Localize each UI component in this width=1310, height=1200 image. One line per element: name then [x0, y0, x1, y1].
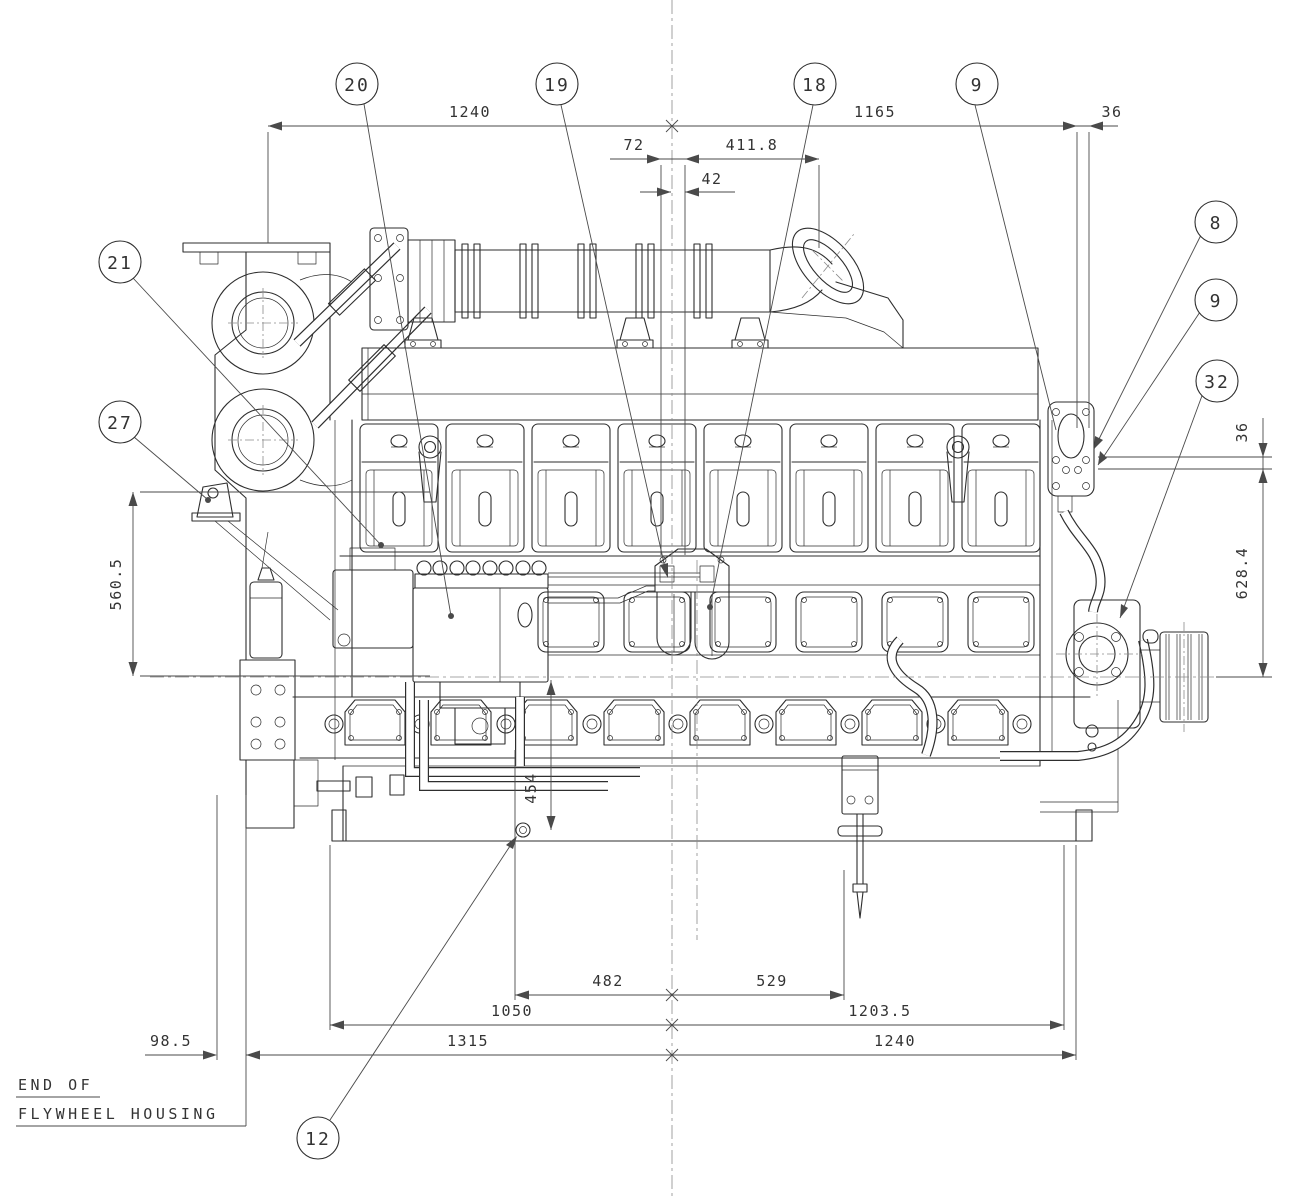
flywheel-housing	[182, 242, 331, 829]
svg-text:20: 20	[344, 75, 370, 96]
dim-left-560: 560.5	[107, 492, 138, 676]
balloons: 20 19 18 9 8 9 32 21 27 12	[98, 62, 1239, 1160]
lifting-eye	[946, 435, 970, 503]
engine-mount-bracket	[191, 482, 339, 621]
engine-block	[292, 419, 1091, 767]
dim-right-col: 36 628.4	[1233, 418, 1268, 677]
dim-1165: 1165	[854, 103, 896, 121]
dim-top-row2: 72 411.8	[610, 136, 819, 164]
svg-text:27: 27	[107, 413, 133, 434]
dim-top-row1: 1240 1165 36	[268, 103, 1122, 133]
dim-1240-bottom: 1240	[874, 1032, 916, 1050]
turbo-intake-pipes	[293, 242, 432, 429]
centerlines	[150, 0, 1240, 1200]
dim-bot-row2: 1050 1203.5	[330, 1002, 1064, 1032]
lifting-eye	[418, 435, 442, 503]
dim-42: 42	[701, 170, 722, 188]
dim-1315: 1315	[447, 1032, 489, 1050]
dim-36-top: 36	[1101, 103, 1122, 121]
dim-top-row3: 42	[640, 170, 735, 197]
balloon-9-top: 9	[955, 62, 999, 106]
dim-98-5: 98.5	[150, 1032, 192, 1050]
dim-bot-row3: 98.5 1315 1240	[145, 1032, 1076, 1062]
dim-72: 72	[623, 136, 644, 154]
oil-filters	[654, 548, 730, 660]
balloon-19: 19	[535, 62, 579, 106]
svg-text:18: 18	[802, 75, 828, 96]
dim-482: 482	[592, 972, 624, 990]
note-end-of-flywheel-housing: END OF FLYWHEEL HOUSING	[16, 1076, 246, 1127]
svg-text:19: 19	[544, 75, 570, 96]
drain-valve	[837, 755, 883, 919]
svg-text:8: 8	[1210, 213, 1223, 234]
gearcase-fuel-block	[1047, 401, 1106, 613]
fuel-filter-left	[249, 531, 283, 659]
under-piping	[316, 636, 1155, 798]
exhaust-outlet-flange	[791, 227, 865, 305]
balloon-9-right: 9	[1194, 278, 1238, 322]
intake-manifold	[361, 347, 1039, 421]
svg-text:32: 32	[1204, 372, 1230, 393]
dim-454: 454	[515, 680, 556, 838]
dim-1240-top: 1240	[449, 103, 491, 121]
fuel-injection-pump	[332, 547, 549, 745]
dim-628-4: 628.4	[1233, 547, 1251, 600]
leaders	[132, 103, 1204, 1121]
dim-36-right: 36	[1233, 421, 1251, 442]
svg-text:9: 9	[1210, 291, 1223, 312]
note-line1: END OF	[18, 1076, 93, 1094]
balloon-32: 32	[1195, 359, 1239, 403]
exhaust-pipe	[454, 227, 904, 349]
balloon-27: 27	[98, 400, 142, 444]
balloon-20: 20	[335, 62, 379, 106]
dim-560-5: 560.5	[107, 558, 125, 611]
dim-1050: 1050	[491, 1002, 533, 1020]
dimensions: 1240 1165 36 72 411.8 42 560.5 36 628.4	[107, 103, 1272, 1126]
note-line2: FLYWHEEL HOUSING	[18, 1105, 219, 1123]
dim-1203-5: 1203.5	[848, 1002, 911, 1020]
exhaust-bellows-flange	[369, 227, 456, 331]
engine-outline	[182, 227, 1209, 919]
svg-text:9: 9	[971, 75, 984, 96]
balloon-12: 12	[296, 1116, 340, 1160]
svg-text:21: 21	[107, 253, 133, 274]
dim-bot-row1: 482 529	[515, 972, 844, 1002]
dim-411-8: 411.8	[726, 136, 779, 154]
dim-529: 529	[756, 972, 788, 990]
oil-pan	[299, 700, 1119, 842]
svg-text:12: 12	[305, 1129, 331, 1150]
balloon-21: 21	[98, 240, 142, 284]
balloon-18: 18	[793, 62, 837, 106]
pto-flange	[1065, 599, 1141, 729]
dim-454: 454	[522, 772, 540, 804]
fuel-lines	[548, 565, 715, 604]
balloon-8: 8	[1194, 200, 1238, 244]
